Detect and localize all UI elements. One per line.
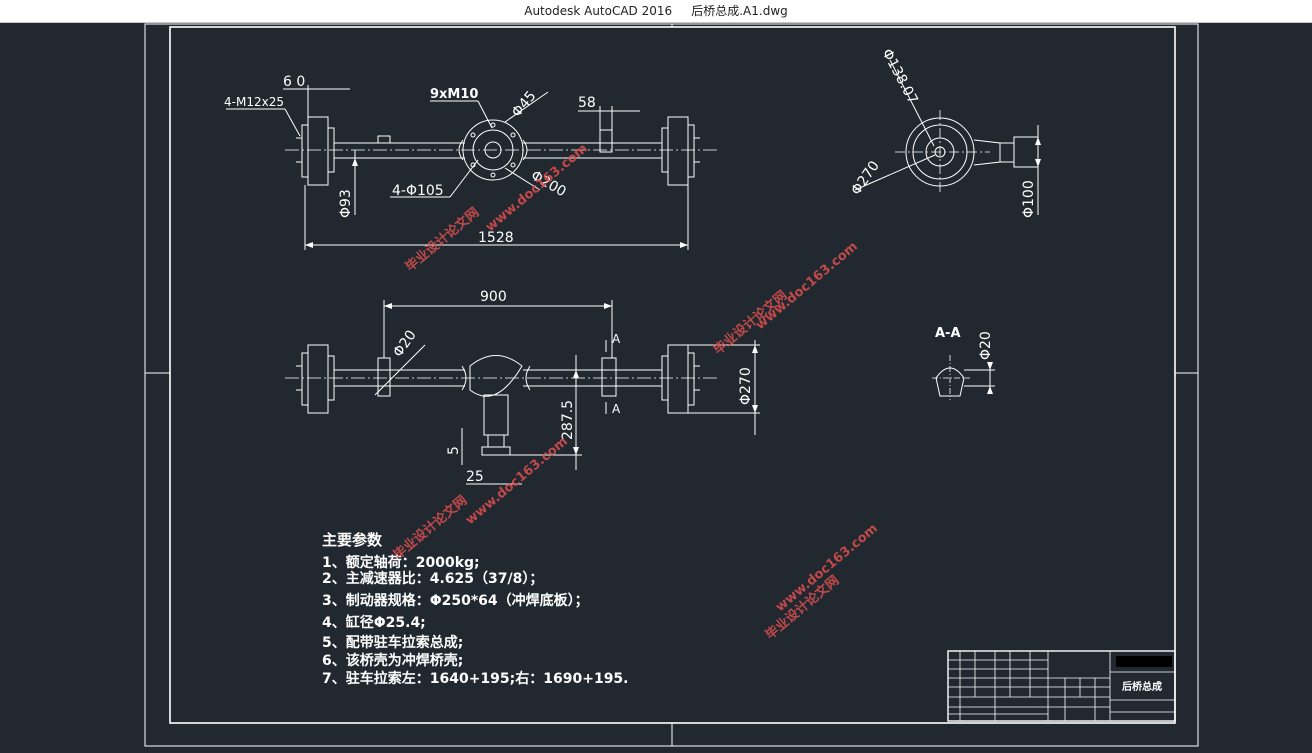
- dim-5: 5: [446, 446, 462, 455]
- section-mark-a-top: A: [612, 332, 621, 346]
- dim-phi20: Φ20: [390, 327, 420, 360]
- dim-287-5: 287.5: [560, 400, 576, 440]
- drawing-svg: 6 0 4-M12x25 9xM10 Φ45 58 4-Φ105 Φ200 Φ9…: [144, 23, 1199, 747]
- dim-9xm10: 9xM10: [430, 87, 478, 102]
- dim-25: 25: [466, 469, 484, 485]
- watermark-url-2: www.doc163.com: [753, 239, 861, 333]
- watermark-url-4: www.doc163.com: [773, 521, 881, 615]
- dim-1528: 1528: [478, 230, 514, 246]
- dim-60: 6 0: [283, 74, 305, 90]
- axle-top-view: [226, 85, 720, 250]
- window-title-bar: Autodesk AutoCAD 2016 后桥总成.A1.dwg: [0, 0, 1312, 23]
- params-heading: 主要参数: [322, 531, 383, 549]
- dim-phi20-section: Φ20: [978, 331, 994, 360]
- housing-side-view: [854, 59, 1039, 215]
- drawing-name: 后桥总成: [1122, 680, 1162, 693]
- watermark-cn-3: 毕业设计论文网: [390, 492, 470, 563]
- outer-sheet-border: [144, 23, 1199, 747]
- window-title: Autodesk AutoCAD 2016 后桥总成.A1.dwg: [0, 0, 1312, 22]
- dim-900: 900: [480, 289, 507, 305]
- dim-phi138: Φ138.07: [878, 46, 920, 107]
- param-4: 4、缸径Φ25.4;: [322, 614, 426, 631]
- param-2: 2、主减速器比：4.625（37/8）；: [322, 570, 543, 587]
- param-7: 7、驻车拉索左：1640+195;右：1690+195.: [322, 670, 629, 687]
- dim-phi270-side: Φ270: [848, 158, 883, 198]
- watermark-cn-2: 毕业设计论文网: [710, 287, 790, 358]
- dim-4-phi105: 4-Φ105: [392, 183, 444, 199]
- file-name: 后桥总成.A1.dwg: [691, 4, 788, 18]
- param-5: 5、配带驻车拉索总成;: [322, 634, 463, 651]
- title-block: [947, 650, 1176, 722]
- dim-phi100: Φ100: [1021, 180, 1037, 218]
- watermark-cn-1: 毕业设计论文网: [402, 204, 482, 275]
- param-1: 1、额定轴荷：2000kg;: [322, 554, 480, 571]
- dim-phi93: Φ93: [338, 189, 354, 218]
- main-parameters: 主要参数 1、额定轴荷：2000kg; 2、主减速器比：4.625（37/8）；…: [322, 531, 629, 687]
- section-a-a: [932, 355, 995, 400]
- section-mark-a-bottom: A: [612, 402, 621, 416]
- dim-58: 58: [578, 95, 596, 111]
- axle-front-view: [285, 300, 760, 485]
- section-label-aa: A-A: [935, 326, 961, 341]
- dim-4-m12x25: 4-M12x25: [224, 95, 284, 109]
- drawing-canvas[interactable]: 6 0 4-M12x25 9xM10 Φ45 58 4-Φ105 Φ200 Φ9…: [0, 22, 1312, 749]
- param-3: 3、制动器规格：Φ250*64（冲焊底板）；: [322, 592, 589, 609]
- redacted-field: [1116, 656, 1172, 667]
- inner-drawing-frame: [169, 26, 1176, 724]
- dim-phi270-front: Φ270: [738, 367, 754, 405]
- app-title: Autodesk AutoCAD 2016: [524, 4, 673, 18]
- param-6: 6、该桥壳为冲焊桥壳;: [322, 652, 463, 669]
